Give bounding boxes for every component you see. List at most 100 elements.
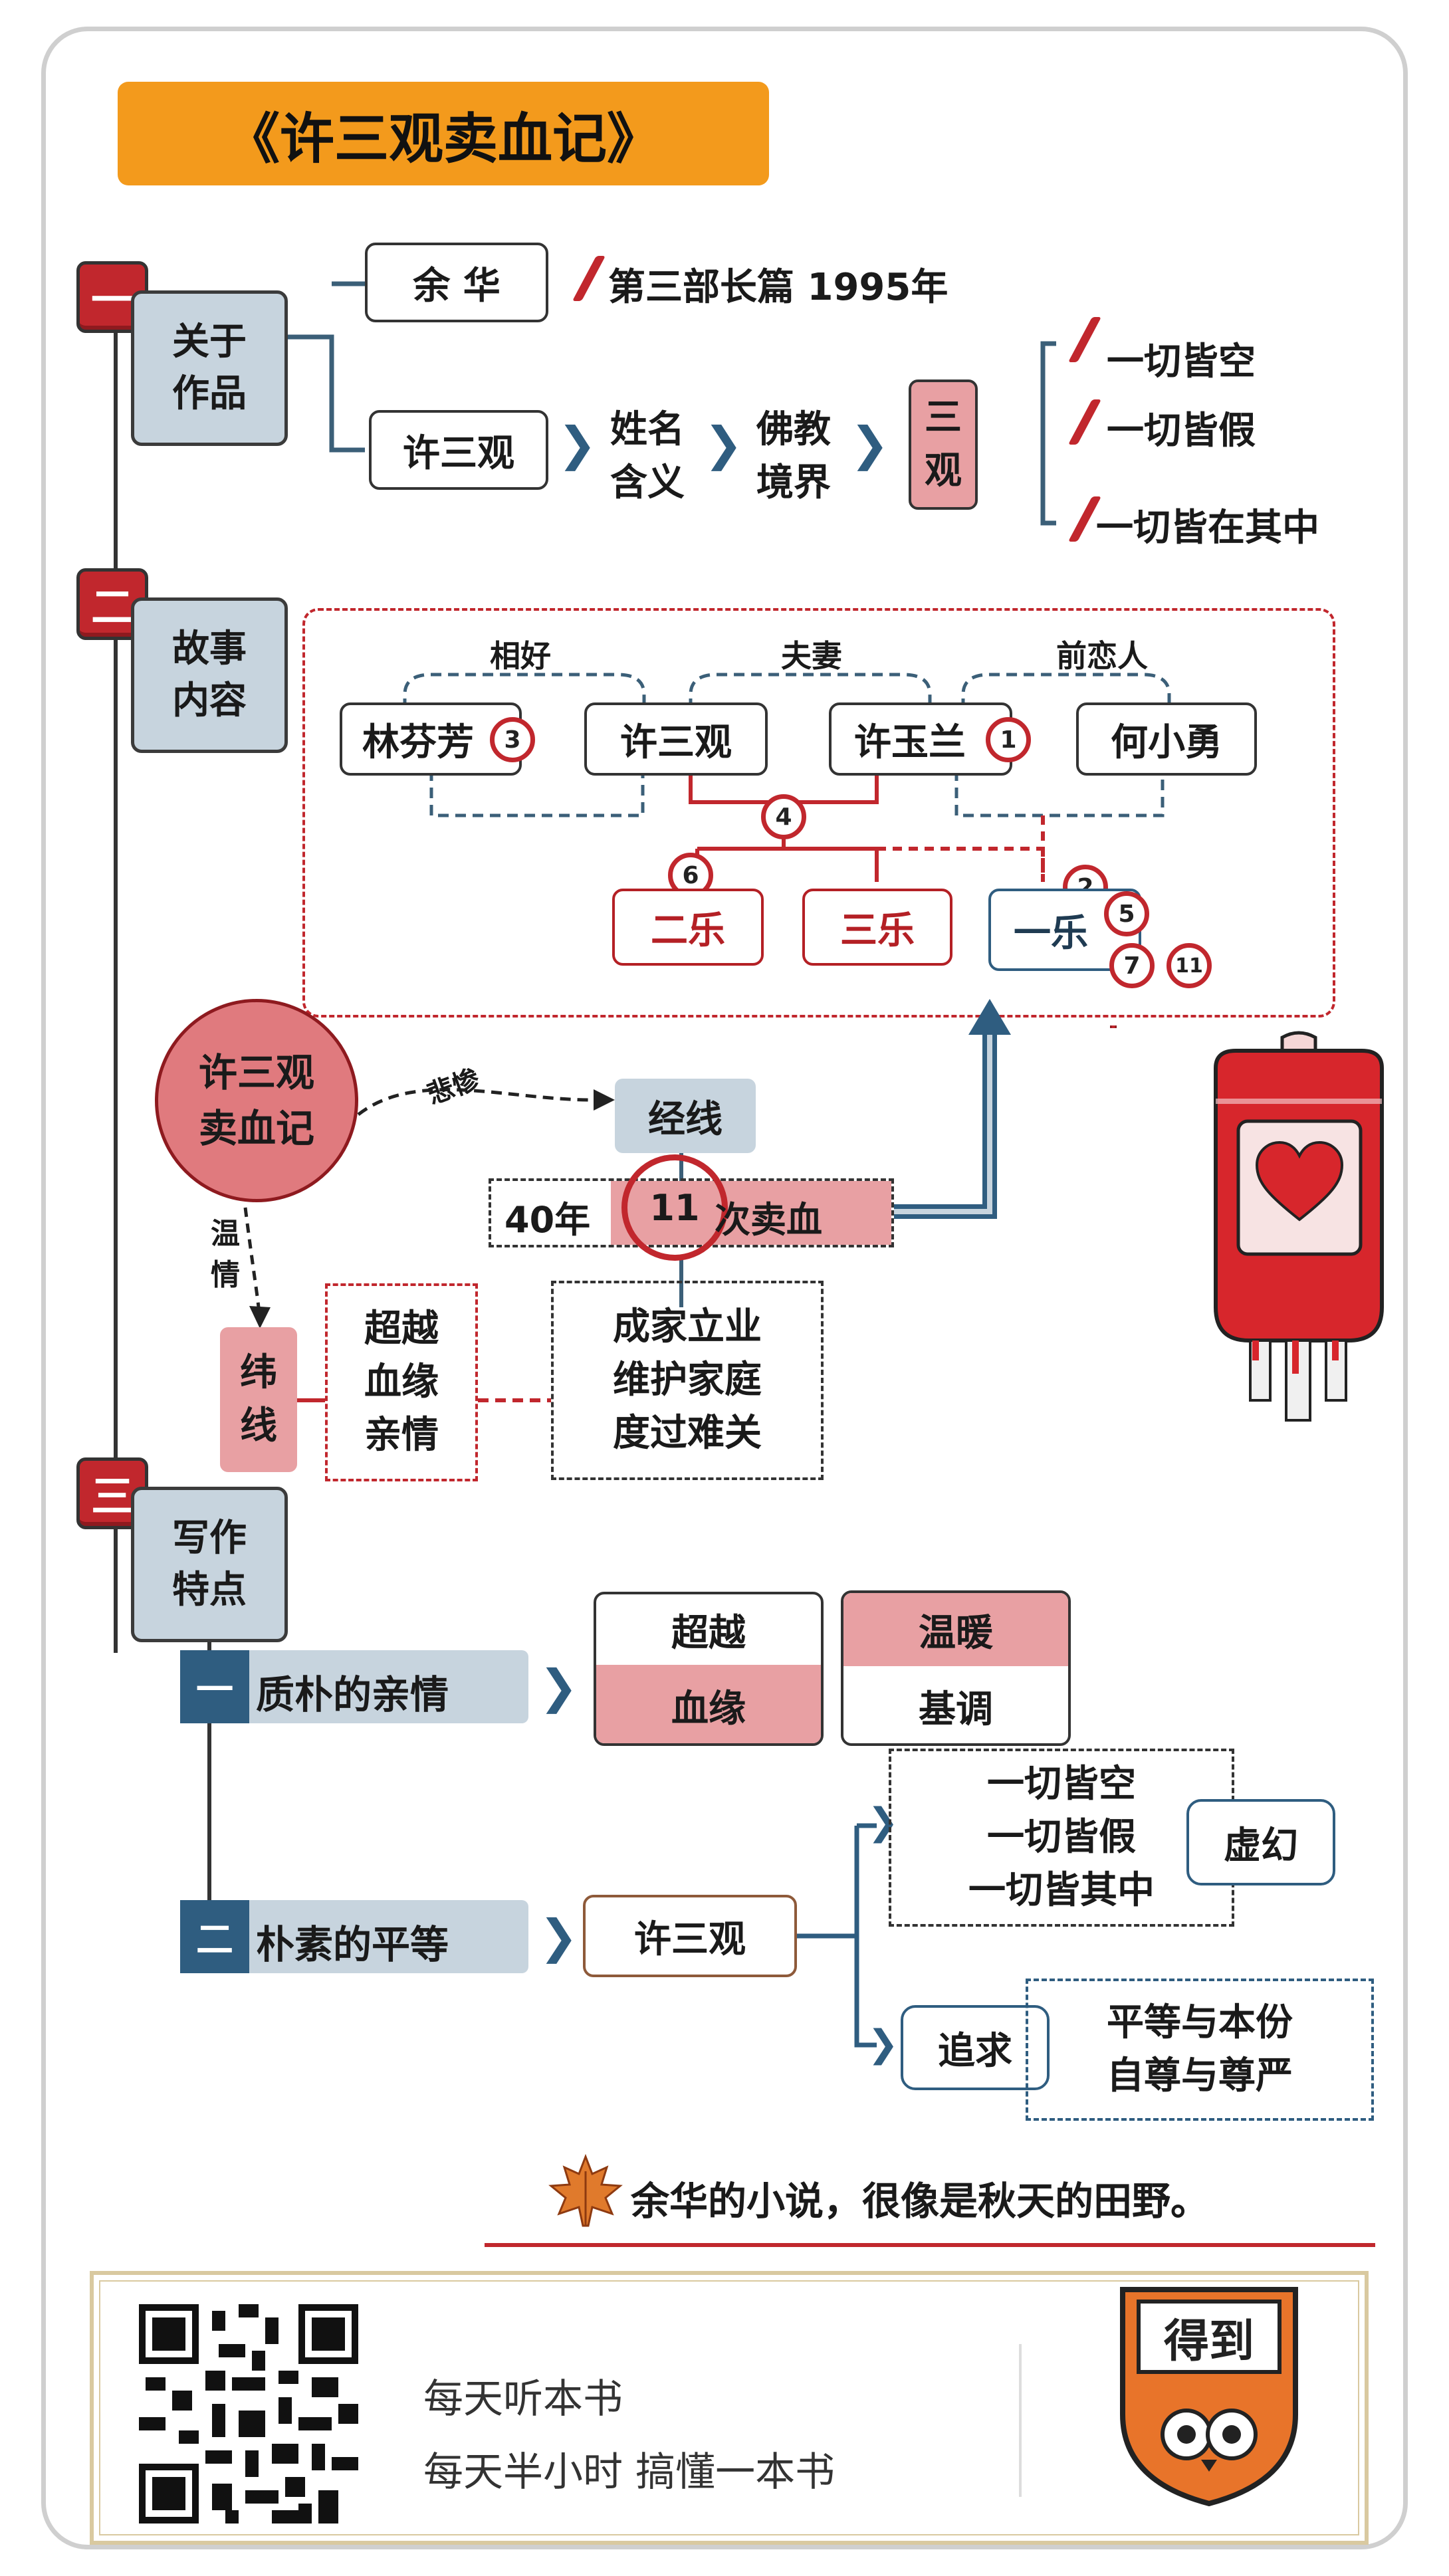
warm-label-wrap: 温暖 [843,1593,1068,1666]
values-line1: 平等与本份 [1107,2001,1293,2044]
footer-divider [1019,2344,1022,2497]
weft-box: 纬 线 [220,1327,297,1472]
section-3-label-line2: 特点 [172,1568,247,1612]
author-box: 余 华 [365,243,548,322]
values-line2: 自尊与尊严 [1107,2054,1293,2097]
section-2-label: 故事 内容 [131,597,288,753]
protagonist-box: 许三观 [369,410,548,490]
blood-bag-illustration [1214,1031,1384,1422]
name-meaning: 姓名 含义 [604,403,691,510]
views-line3: 一切皆其中 [968,1869,1155,1912]
transcend-line2: 血缘 [364,1360,439,1404]
badge-5: 5 [1104,891,1149,936]
goals-line3: 度过难关 [613,1412,762,1455]
child-erle: 二乐 [612,889,764,966]
values-box: 平等与本份 自尊与尊严 [1026,1979,1374,2121]
book-circle-line2: 卖血记 [198,1106,314,1151]
tone-label: 基调 [919,1687,993,1731]
section-3-badge: 三 [76,1457,148,1529]
child-sanle: 三乐 [802,889,952,966]
maple-leaf-icon [548,2153,623,2227]
person-xu-yulan-label: 许玉兰 [854,720,966,764]
chevron-right-icon: ❯ [558,417,597,471]
weft-line1: 纬 [240,1351,277,1394]
chevron-right-icon: ❯ [539,1660,578,1714]
footer-frame-inner [99,2280,1359,2535]
badge-7: 7 [1109,943,1155,988]
section-2-label-line1: 故事 [172,627,247,671]
person-lin-fenfang: 林芬芳 [340,702,522,776]
section-3-label: 写作 特点 [131,1487,288,1642]
three-views-box: 三 观 [909,379,978,510]
warmth-line2: 情 [211,1258,240,1292]
count-circle: 11 [621,1154,728,1261]
section-2-label-line2: 内容 [172,679,247,722]
goals-line2: 维护家庭 [613,1358,762,1402]
blood-label-wrap: 血缘 [596,1665,821,1743]
buddhist-realm: 佛教 境界 [750,403,837,510]
footer-line1: 每天听本书 [423,2376,623,2422]
beyond-blood-box: 超越 血缘 [594,1592,824,1746]
years-label: 40年 [504,1199,591,1241]
writing-item-2-num-label: 二 [196,1918,233,1962]
person-xu-yulan: 许玉兰 [829,702,1012,776]
chevron-right-icon: ❯ [704,417,743,471]
transcend-line3: 亲情 [364,1414,439,1457]
view-empty: 一切皆空 [1107,340,1256,383]
writing-item-1-num: 一 [180,1650,249,1723]
count-label: 11 [649,1186,700,1229]
beyond-label: 超越 [671,1611,746,1655]
chevron-right-icon: ❯ [867,2022,899,2066]
card: 《许三观卖血记》 一 关于 作品 余 华 第三部长篇 1995年 许三观 ❯ 姓… [41,27,1408,2549]
pursuit-box: 追求 [901,2005,1050,2090]
badge-11: 11 [1167,943,1212,988]
name-meaning-line1: 姓名 [610,408,685,451]
person-he-xiaoyong: 何小勇 [1076,702,1257,776]
dedao-logo: 得到 [1115,2282,1303,2510]
badge-1: 1 [986,717,1031,762]
page-title: 《许三观卖血记》 [225,107,661,171]
section-1-label-line1: 关于 [172,320,247,364]
title-banner: 《许三观卖血记》 [118,82,769,185]
warm-tone-box: 温暖 基调 [841,1590,1071,1746]
section-1-label-line2: 作品 [172,372,247,415]
chevron-right-icon: ❯ [867,1800,899,1844]
three-views-line2: 观 [925,449,962,492]
chevron-right-icon: ❯ [850,417,889,471]
chevron-right-icon: ❯ [539,1909,578,1964]
family-frame [302,608,1335,1018]
beyond-label-wrap: 超越 [596,1594,821,1665]
relation-ex-lovers: 前恋人 [1056,638,1148,674]
relation-spouses: 夫妻 [781,638,842,674]
badge-4: 4 [761,794,806,839]
buddhist-realm-line1: 佛教 [756,408,831,451]
three-views-line1: 三 [925,396,962,439]
warmth-label: 温 情 [205,1212,245,1298]
publication-info: 第三部长篇 1995年 [608,266,948,309]
dedao-logo-shield [1120,2287,1298,2507]
goals-box: 成家立业 维护家庭 度过难关 [551,1281,824,1480]
views-line1: 一切皆空 [987,1763,1136,1806]
warp-label: 经线 [648,1097,723,1141]
transcend-box: 超越 血缘 亲情 [325,1283,478,1481]
view-false: 一切皆假 [1107,409,1256,453]
writing-item-2-label: 朴素的平等 [256,1922,449,1967]
tone-label-wrap: 基调 [843,1666,1068,1743]
section-1-connectors [288,281,1056,526]
person-xu-sanguan: 许三观 [584,702,768,776]
view-within: 一切皆在其中 [1096,506,1319,550]
quote-text: 余华的小说，很像是秋天的田野。 [631,2179,1210,2224]
writing-item-2-num: 二 [180,1900,249,1973]
section-3-label-line1: 写作 [172,1517,247,1560]
person-lin-fenfang-label: 林芬芳 [362,720,474,764]
transcend-line1: 超越 [364,1307,439,1350]
timeline-line [114,324,118,1653]
sales-label: 次卖血 [715,1199,822,1241]
writing-protagonist-box: 许三观 [583,1895,797,1977]
buddhist-realm-line2: 境界 [756,461,831,504]
weft-line2: 线 [240,1404,277,1448]
dedao-logo-text: 得到 [1163,2315,1254,2368]
writing-item-1-label: 质朴的亲情 [256,1672,449,1717]
section-1-label: 关于 作品 [131,290,288,446]
name-meaning-line2: 含义 [610,461,685,504]
